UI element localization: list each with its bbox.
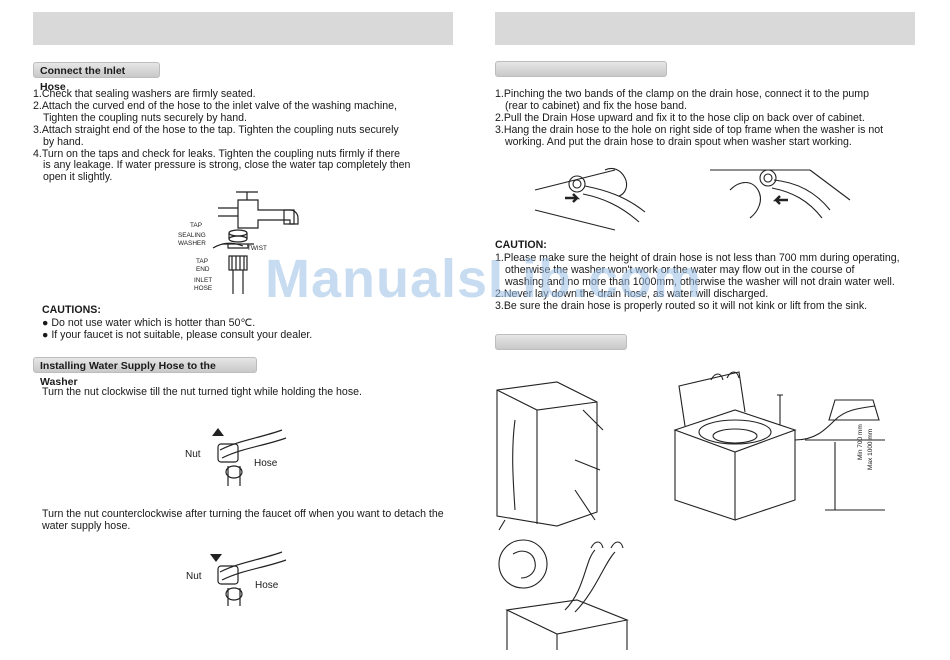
label-tap-end-1: TAP (196, 258, 208, 265)
inlet-step-4-cont2: open it slightly. (43, 171, 113, 184)
caution-1: ● Do not use water which is hotter than … (42, 317, 256, 329)
tighten-text: Turn the nut clockwise till the nut turn… (42, 386, 362, 398)
watermark: ManualsLib.com (265, 249, 703, 309)
label-hose: HOSE (194, 285, 213, 292)
inlet-steps: 1.Check that sealing washers are firmly … (33, 88, 411, 184)
max-height-label: Max 1000 mm (867, 428, 874, 470)
label-twist: TWIST (247, 245, 267, 252)
left-page: Connect the Inlet Hose 1.Check that seal… (33, 12, 453, 606)
detach-text-2: water supply hose. (42, 519, 131, 532)
detach-text: Turn the nut counterclockwise after turn… (42, 508, 444, 533)
nut-loosen-illustration (210, 551, 287, 606)
inlet-step-2: 2.Attach the curved end of the hose to t… (33, 99, 397, 112)
cautions-title: CAUTIONS: (42, 304, 101, 316)
caution-title: CAUTION: (495, 239, 547, 251)
drain-step-3-cont: working. And put the drain hose to drain… (505, 135, 852, 148)
inlet-step-3: 3.Attach straight end of the hose to the… (33, 123, 399, 136)
drain-steps: 1.Pinching the two bands of the clamp on… (495, 88, 884, 149)
inlet-step-4: 4.Turn on the taps and check for leaks. … (33, 147, 401, 160)
right-header-bar (495, 12, 915, 45)
drain-connect-illustration-1 (534, 167, 646, 231)
label-tap-end-2: END (196, 266, 210, 273)
drain-caution-2: 2.Never lay down the drain hose, as wate… (495, 287, 769, 300)
inlet-step-1: 1.Check that sealing washers are firmly … (33, 88, 256, 100)
label-washer: WASHER (178, 240, 206, 247)
drain-height-tab (495, 334, 627, 350)
drain-step-2: 2.Pull the Drain Hose upward and fix it … (495, 111, 865, 124)
inlet-step-2-cont: Tighten the coupling nuts securely by ha… (43, 111, 247, 124)
drain-caution-1-cont: otherwise the washer won't work or the w… (505, 263, 855, 276)
drain-caution-3: 3.Be sure the drain hose is properly rou… (495, 299, 868, 312)
drain-step-1-cont: (rear to cabinet) and fix the hose band. (505, 99, 687, 112)
washer-side-illustration (496, 381, 604, 531)
left-header-bar (33, 12, 453, 45)
nut-label-2: Nut (186, 571, 202, 582)
inlet-step-3-cont: by hand. (43, 135, 84, 148)
drain-step-3: 3.Hang the drain hose to the hole on rig… (495, 123, 884, 136)
right-page: 1.Pinching the two bands of the clamp on… (475, 0, 950, 660)
drain-caution-list: 1.Please make sure the height of drain h… (495, 252, 900, 313)
inlet-step-4-cont: is any leakage. If water pressure is str… (43, 159, 411, 172)
caution-2: ● If your faucet is not suitable, please… (42, 328, 313, 341)
detach-text-1: Turn the nut counterclockwise after turn… (42, 508, 444, 520)
drain-caution-1-cont2: washing and no more than 1000mm, otherwi… (505, 275, 895, 288)
hose-label-2: Hose (255, 580, 279, 591)
drain-step-1: 1.Pinching the two bands of the clamp on… (495, 88, 869, 100)
nut-label-1: Nut (185, 449, 201, 460)
drain-hose-tab (495, 61, 667, 77)
drain-caution-1: 1.Please make sure the height of drain h… (495, 252, 900, 264)
inlet-hose-tab: Connect the Inlet Hose (33, 62, 160, 93)
cautions-list: ● Do not use water which is hotter than … (42, 317, 313, 342)
hose-label-1: Hose (254, 458, 278, 469)
supply-hose-tab: Installing Water Supply Hose to the Wash… (33, 357, 257, 388)
label-sealing: SEALING (178, 232, 206, 239)
label-tap: TAP (190, 222, 202, 229)
label-inlet: INLET (194, 277, 213, 284)
washer-drain-height-illustration (673, 371, 885, 521)
faucet-illustration (212, 191, 299, 294)
hose-hanging-illustration (498, 539, 629, 650)
nut-tighten-illustration (212, 428, 287, 486)
drain-connect-illustration-2 (710, 169, 851, 219)
